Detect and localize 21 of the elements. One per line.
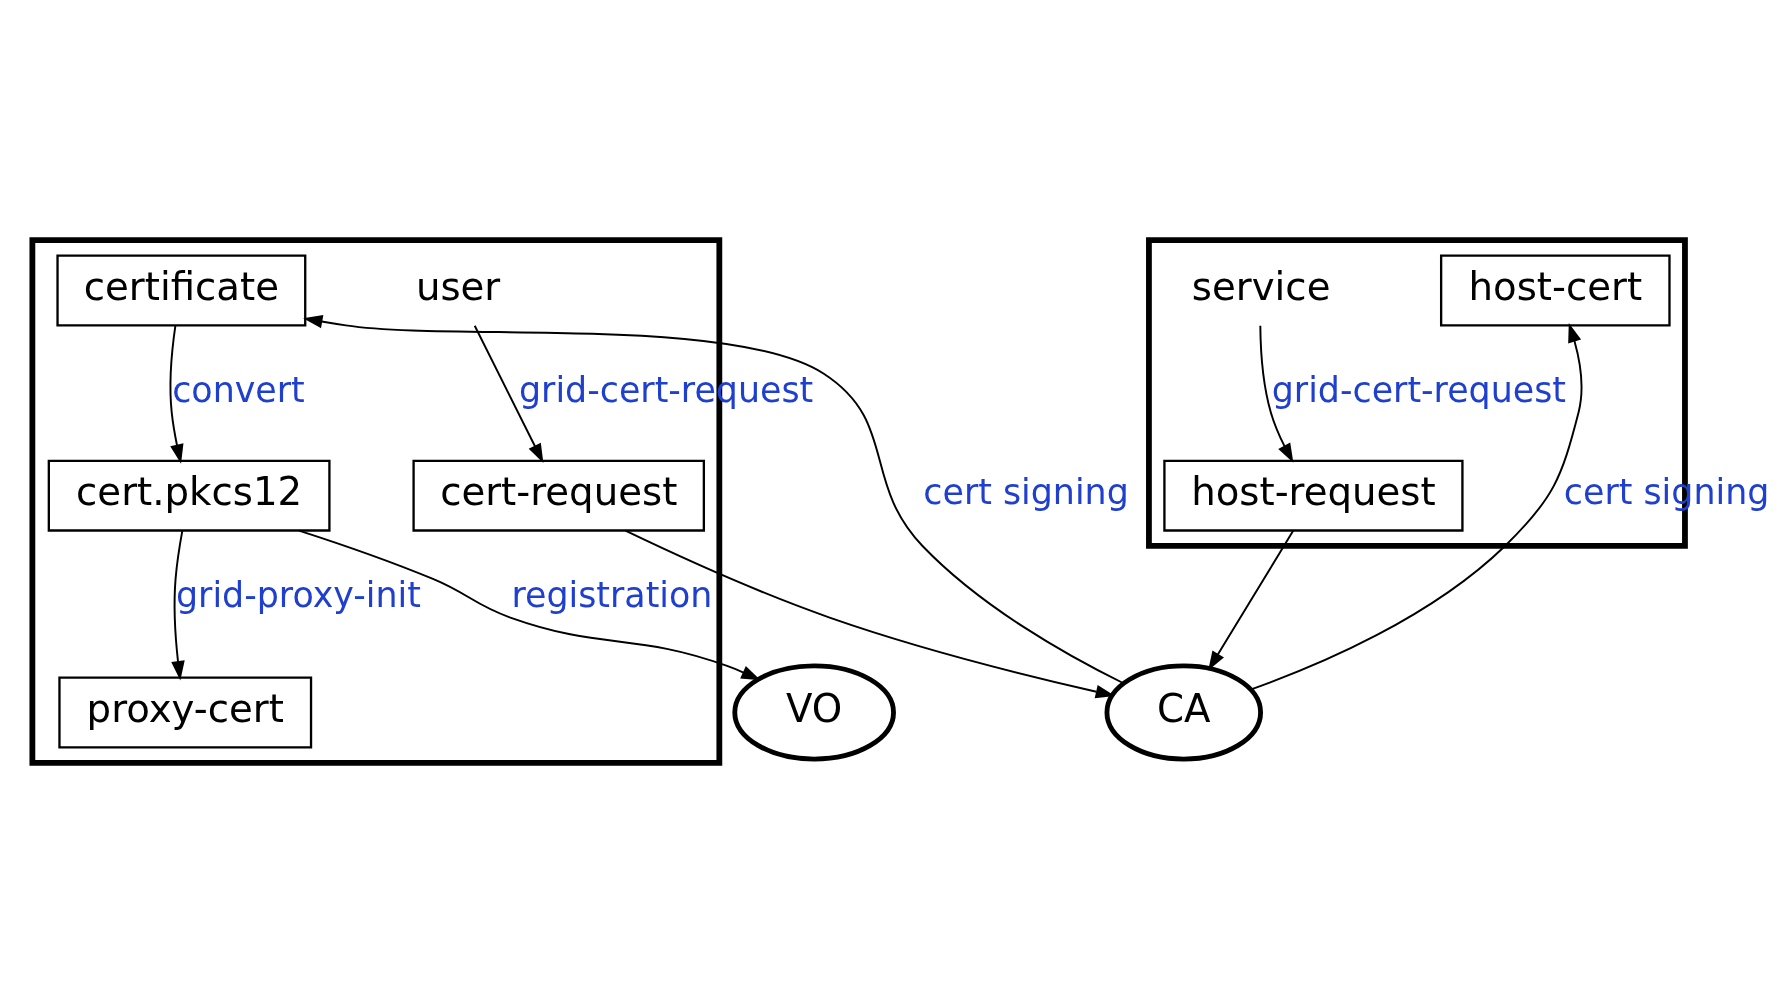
arrow bbox=[473, 324, 544, 464]
arrow bbox=[303, 314, 1125, 685]
arrow bbox=[1259, 324, 1294, 463]
node-box: cert.pkcs12 bbox=[47, 459, 331, 532]
edge-label: grid-proxy-init bbox=[175, 574, 421, 615]
edge-label: cert signing bbox=[923, 472, 1129, 513]
node-box: certificate bbox=[56, 254, 307, 327]
node-ellipse: CA bbox=[1104, 663, 1263, 762]
arrow bbox=[298, 529, 761, 681]
arrow bbox=[169, 324, 184, 464]
node-box: cert-request bbox=[412, 459, 705, 532]
edge-label: grid-cert-request bbox=[1271, 369, 1567, 410]
arrow bbox=[624, 529, 1116, 699]
arrow bbox=[1249, 323, 1583, 691]
node-box: host-request bbox=[1163, 459, 1464, 532]
edge-label: convert bbox=[172, 369, 305, 410]
arrow bbox=[1208, 529, 1295, 671]
edge-label: registration bbox=[511, 574, 713, 615]
node-box: host-cert bbox=[1440, 254, 1671, 327]
node-box: proxy-cert bbox=[58, 676, 313, 749]
arrow bbox=[171, 529, 185, 681]
